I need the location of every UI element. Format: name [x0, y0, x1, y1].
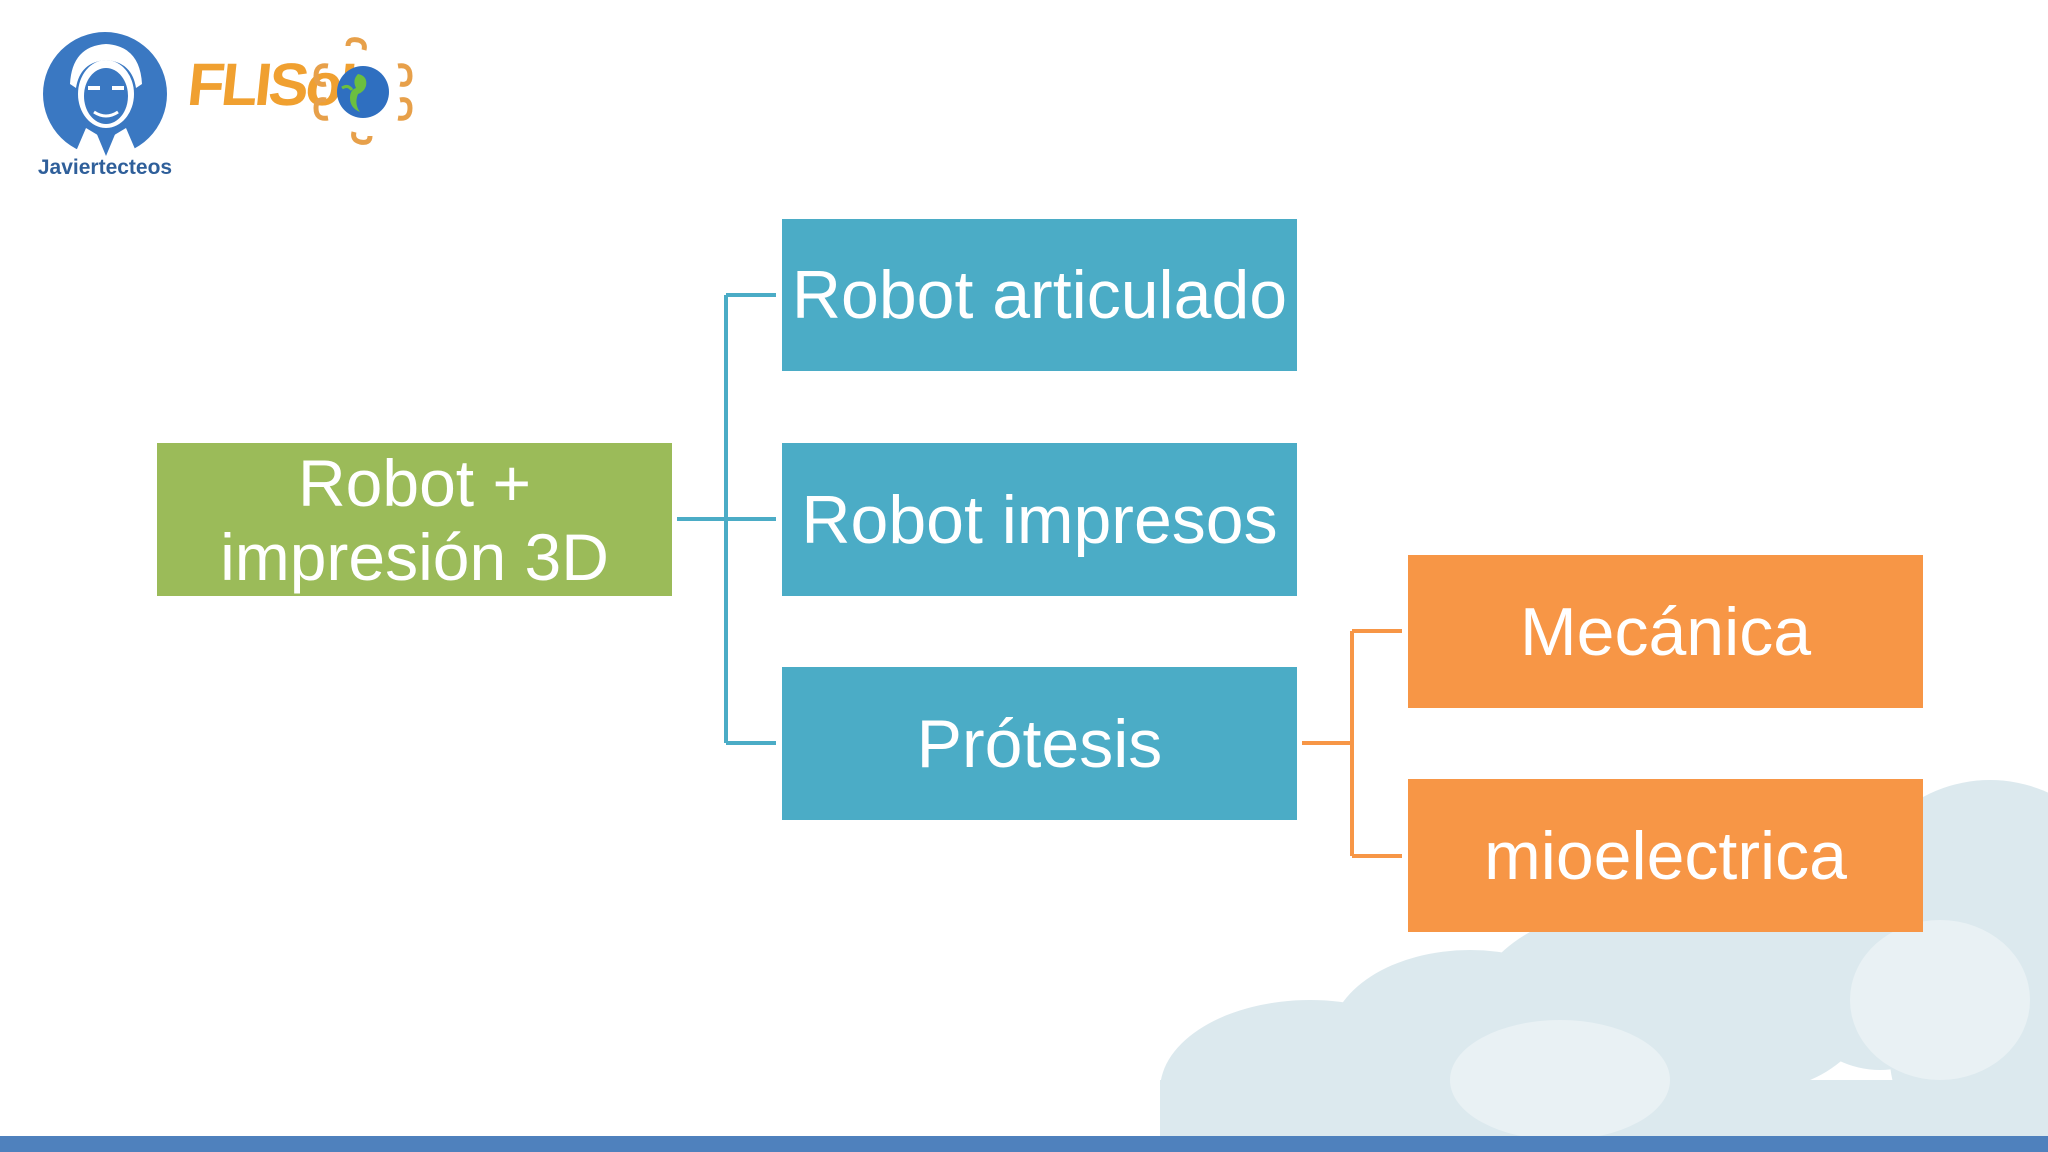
- connector-protesis-to-level2: [1302, 629, 1402, 858]
- node-mecanica: Mecánica: [1408, 555, 1923, 708]
- node-label: Prótesis: [916, 705, 1163, 782]
- bottom-accent-bar: [0, 1136, 2048, 1152]
- node-robot-articulado: Robot articulado: [782, 219, 1297, 371]
- node-robot-impresion-3d: Robot + impresión 3D: [157, 443, 672, 596]
- javiertecteos-logo: Javiertecteos: [30, 28, 180, 188]
- connector-root-to-level1: [677, 293, 776, 745]
- node-robot-impresos: Robot impresos: [782, 443, 1297, 596]
- node-label: Robot articulado: [791, 257, 1288, 333]
- node-label: mioelectrica: [1484, 817, 1847, 894]
- node-label: Robot impresos: [801, 481, 1278, 558]
- node-mioelectrica: mioelectrica: [1408, 779, 1923, 932]
- javiertecteos-label: Javiertecteos: [37, 156, 173, 179]
- node-label: Mecánica: [1519, 593, 1812, 670]
- node-root-line-2: impresión 3D: [220, 519, 609, 594]
- node-protesis: Prótesis: [782, 667, 1297, 820]
- portrait-avatar-icon: [43, 32, 167, 156]
- flisol-logo: FLISoL: [184, 36, 418, 146]
- node-root-line-1: Robot +: [298, 445, 531, 520]
- globe-gear-icon: [313, 37, 413, 145]
